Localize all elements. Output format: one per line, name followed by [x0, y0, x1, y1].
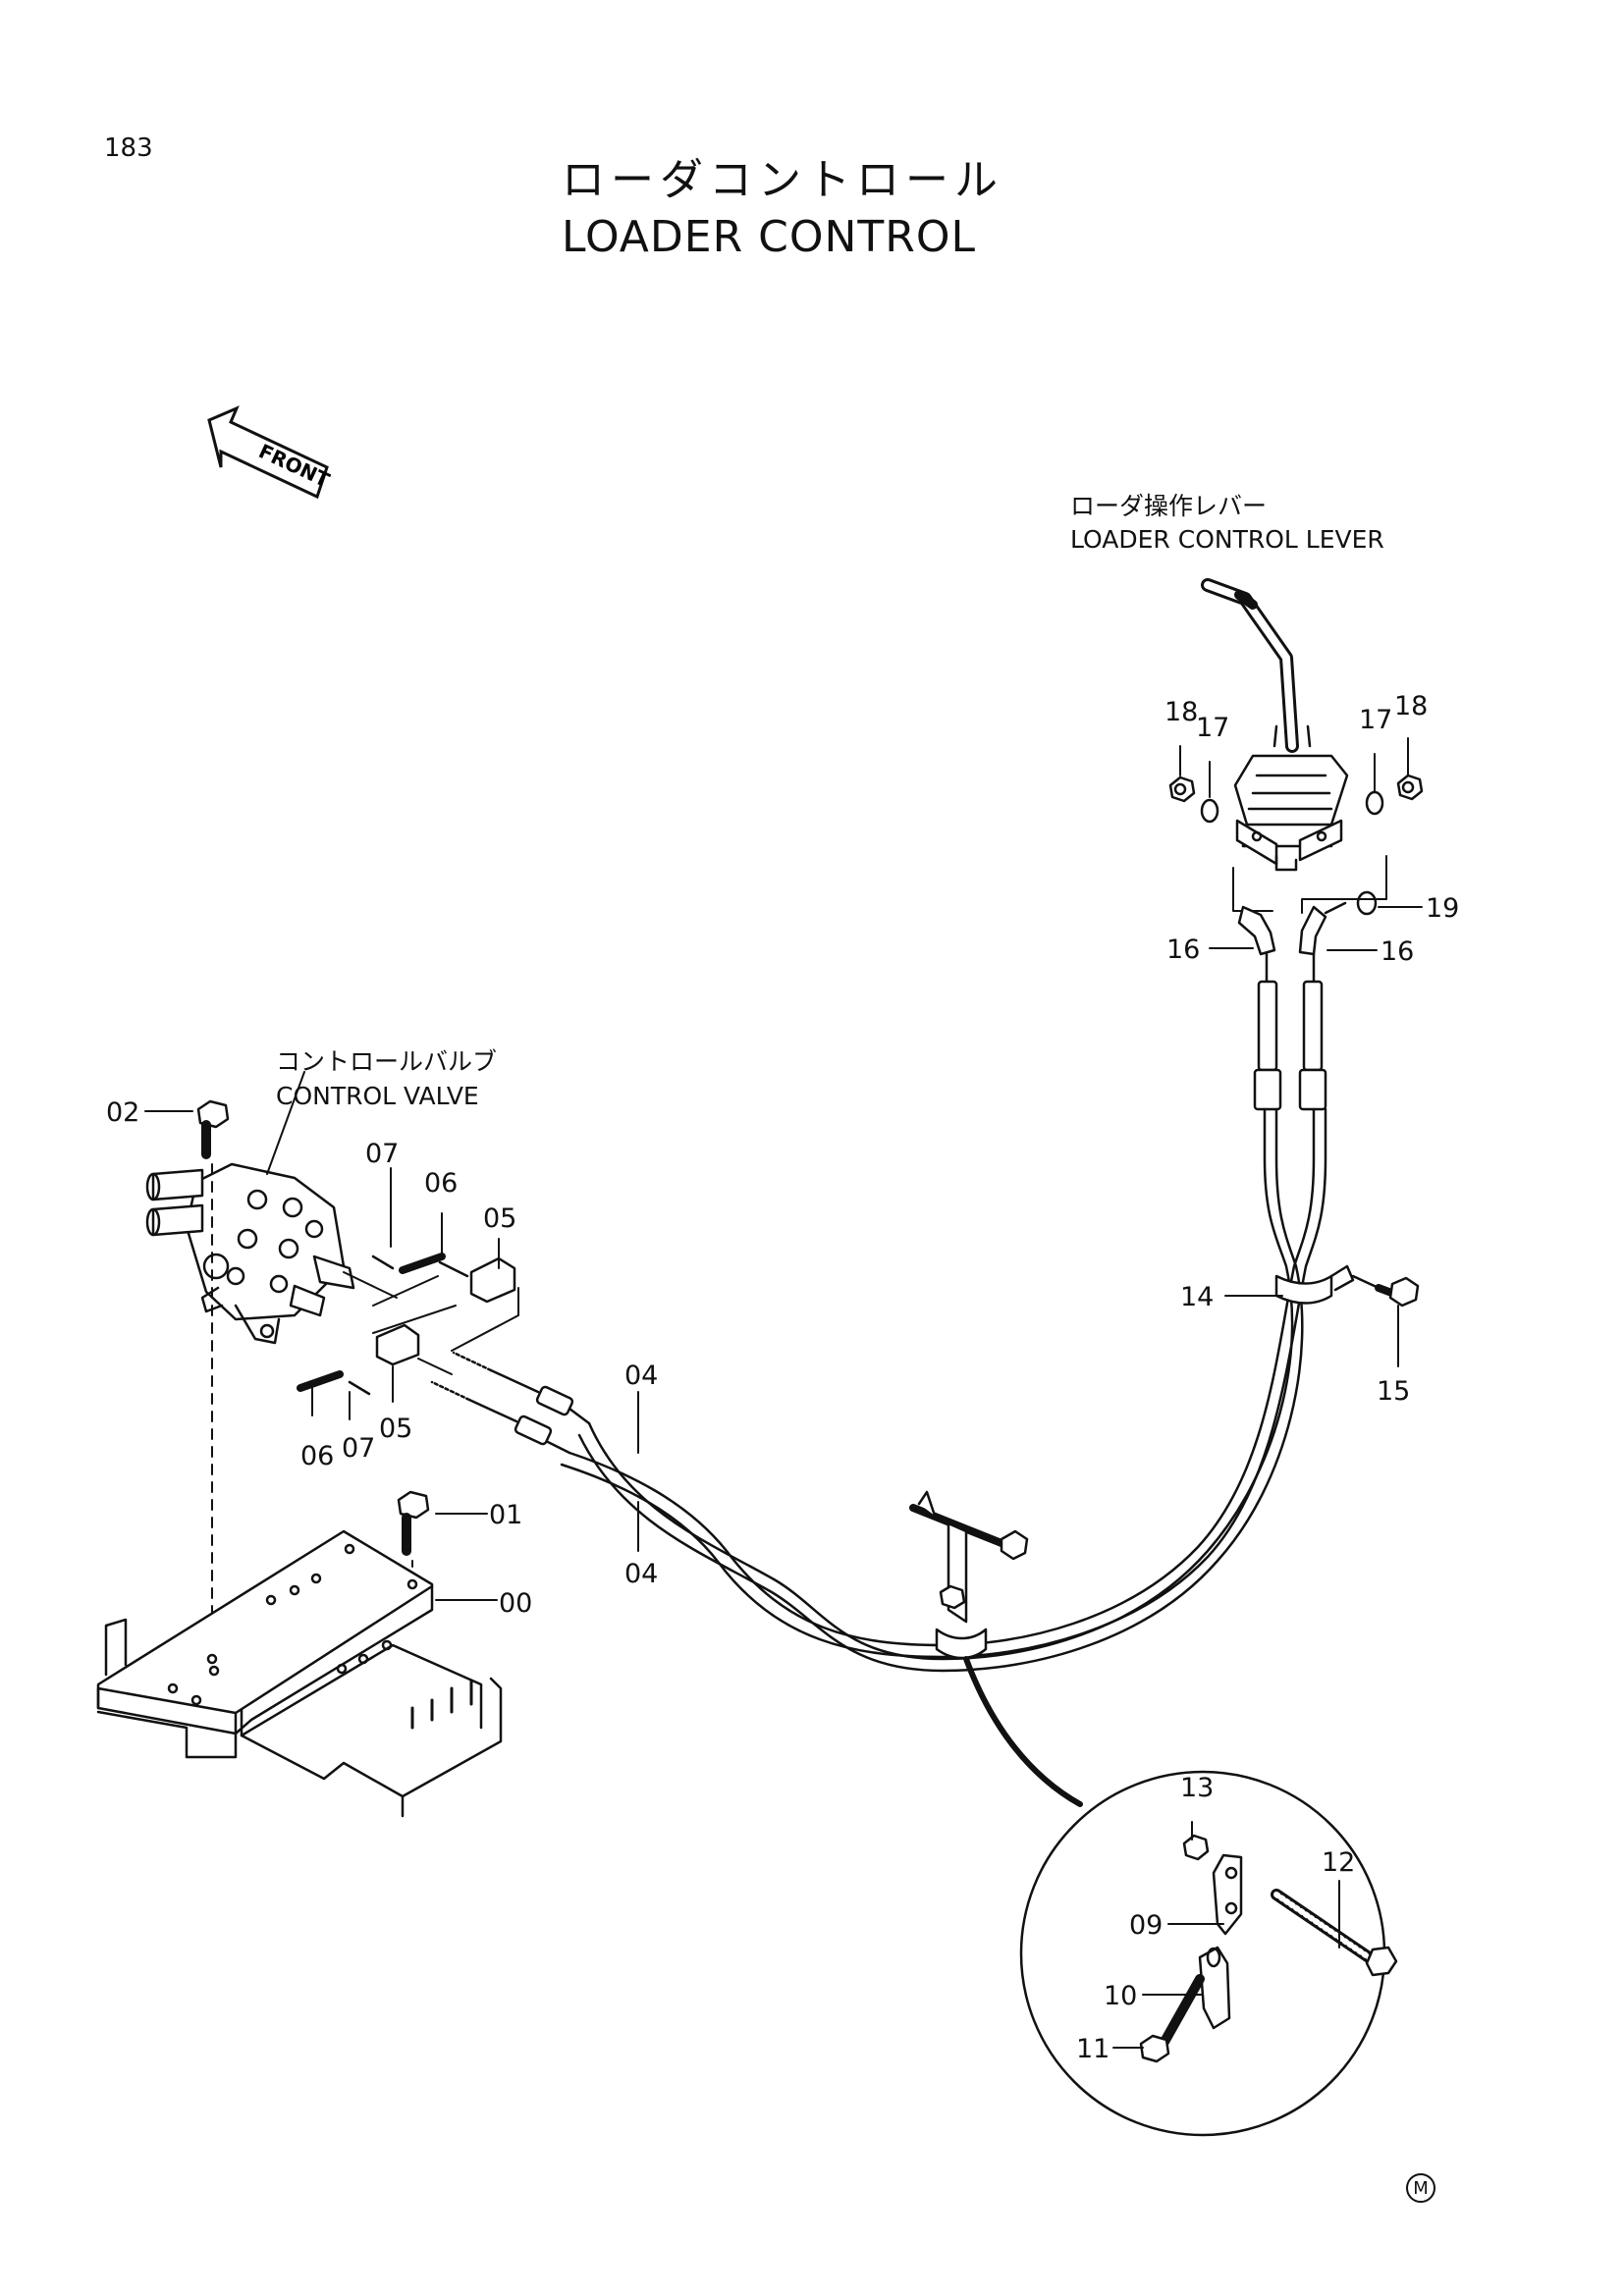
callout-07-upper: 07 — [365, 1139, 400, 1169]
callout-10: 10 — [1104, 1981, 1138, 2011]
lever-label-japanese: ローダ操作レバー — [1070, 492, 1268, 520]
callout-11: 11 — [1076, 2034, 1110, 2064]
page-number: 183 — [104, 133, 153, 163]
callout-02: 02 — [106, 1097, 140, 1128]
callout-17-left: 17 — [1196, 713, 1230, 743]
callout-18-left: 18 — [1164, 697, 1199, 727]
m-mark: M — [1406, 2173, 1435, 2203]
callout-07-lower: 07 — [342, 1433, 376, 1464]
callout-16-left: 16 — [1166, 934, 1201, 965]
callout-06-upper: 06 — [424, 1168, 459, 1199]
callout-04-lower: 04 — [624, 1559, 659, 1589]
cable-clamp-14 — [1274, 1264, 1420, 1308]
callout-19: 19 — [1426, 893, 1460, 924]
callout-12: 12 — [1322, 1847, 1356, 1878]
title-japanese: ローダコントロール — [562, 155, 1003, 205]
control-valve-drawing — [145, 1162, 398, 1345]
callout-06-lower: 06 — [300, 1441, 335, 1471]
callout-14: 14 — [1180, 1282, 1215, 1312]
callout-09: 09 — [1129, 1910, 1164, 1941]
front-arrow-icon: FRONT — [207, 405, 334, 500]
callout-04-upper: 04 — [624, 1361, 659, 1391]
bolts — [196, 1099, 430, 1660]
title-english: LOADER CONTROL — [562, 212, 977, 262]
control-cable-04 — [430, 1107, 1327, 1673]
lever-label-english: LOADER CONTROL LEVER — [1070, 525, 1384, 554]
pins-and-blocks — [297, 1253, 519, 1396]
callout-16-right: 16 — [1380, 936, 1415, 967]
valve-label-english: CONTROL VALVE — [276, 1082, 479, 1110]
callout-17-right: 17 — [1359, 705, 1393, 735]
callout-15: 15 — [1377, 1376, 1411, 1407]
callout-05-upper: 05 — [483, 1203, 517, 1234]
mounting-plate-drawing — [96, 1529, 503, 1818]
callout-13: 13 — [1180, 1773, 1215, 1803]
callout-05-lower: 05 — [379, 1414, 413, 1444]
leader-lines — [144, 737, 1423, 2049]
loader-control-lever-drawing — [1168, 578, 1424, 1111]
callout-00: 00 — [499, 1588, 533, 1619]
valve-label-japanese: コントロールバルブ — [276, 1047, 498, 1076]
callout-01: 01 — [489, 1500, 523, 1530]
detail-circle — [1019, 1770, 1398, 2137]
cable-bracket-clamp — [909, 1490, 1083, 1807]
callout-18-right: 18 — [1394, 691, 1429, 721]
